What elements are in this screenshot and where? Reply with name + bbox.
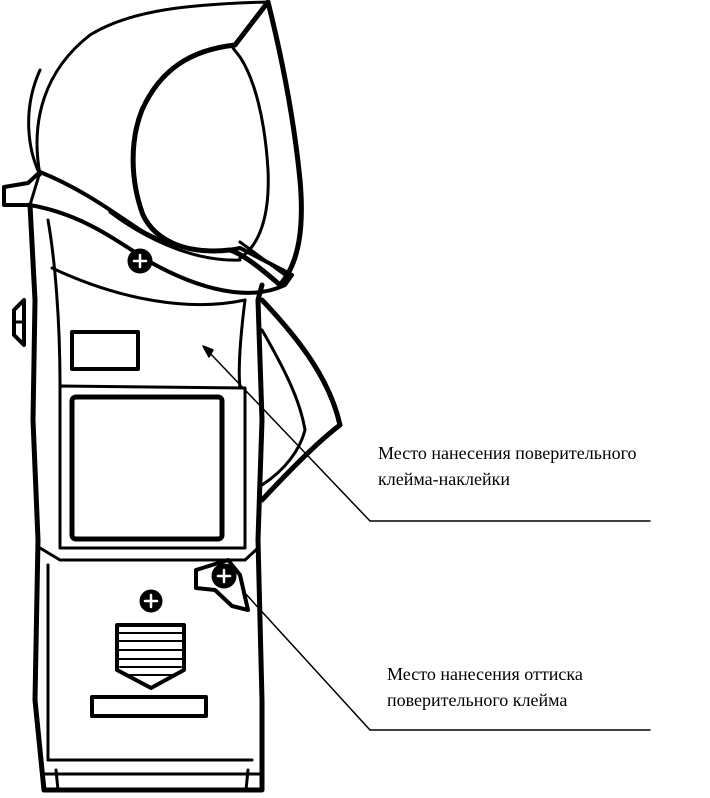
battery-screw-icon: [139, 589, 163, 613]
jaw-lever: [259, 297, 343, 503]
seal-plate: [115, 623, 186, 690]
sticker-mark-label: Место нанесения поверительного клейма-на…: [378, 440, 637, 492]
sticker-mark-line2: клейма-наклейки: [378, 469, 510, 489]
meter-body: [12, 202, 265, 793]
imprint-mark-line2: поверительного клейма: [387, 690, 568, 710]
sticker-mark-line1: Место нанесения поверительного: [378, 443, 637, 463]
imprint-mark-line1: Место нанесения оттиска: [387, 664, 583, 684]
sticker-leader: [202, 345, 651, 522]
bottom-label-rect: [90, 695, 208, 718]
display-window: [58, 384, 247, 550]
imprint-leader: [243, 591, 651, 731]
collar-screw-icon: [127, 248, 153, 274]
rotary-switch: [194, 558, 250, 612]
switch-screw-icon: [211, 563, 237, 589]
imprint-mark-label: Место нанесения оттиска поверительного к…: [387, 661, 583, 713]
lower-body: [38, 546, 264, 792]
jaw-collar: [2, 170, 294, 295]
small-label-rect: [70, 330, 140, 371]
